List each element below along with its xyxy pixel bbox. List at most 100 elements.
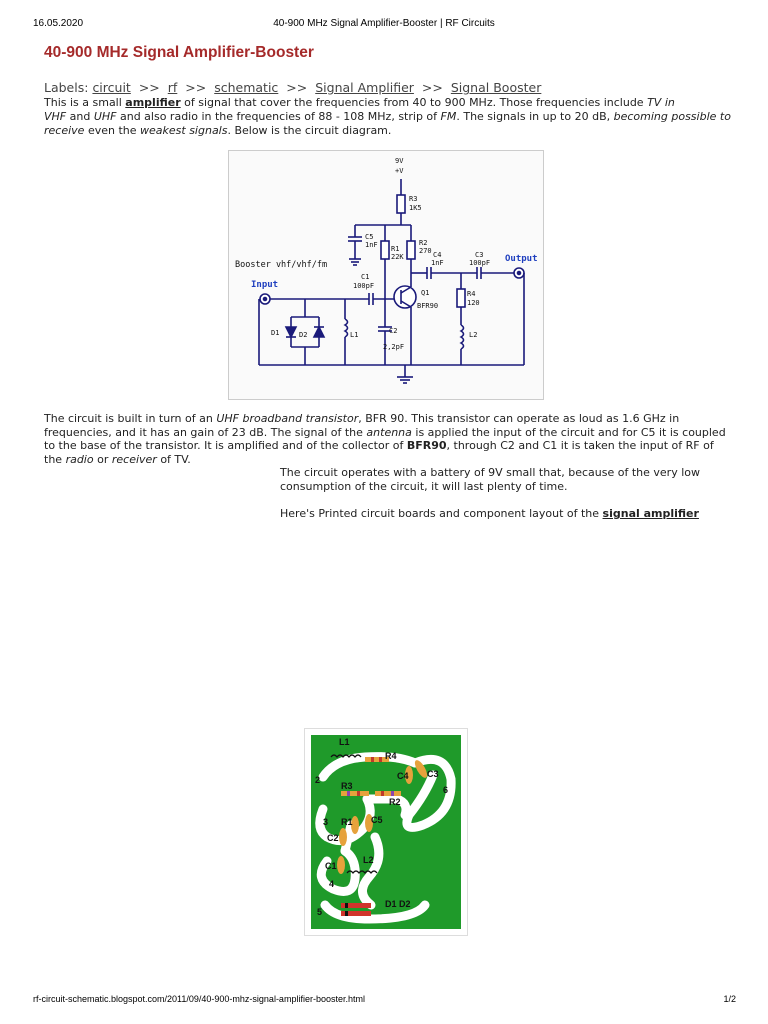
- para-bold: BFR90: [406, 439, 447, 452]
- pcb-pad-2-label: 2: [315, 775, 320, 785]
- q1-label: Q1: [421, 289, 429, 297]
- para-emphasis: receiver: [111, 452, 157, 466]
- r1-value: 22K: [391, 253, 404, 261]
- intro-paragraph: This is a small amplifier of signal that…: [44, 96, 744, 138]
- r4-value: 120: [467, 299, 480, 307]
- pcb-c4-label: C4: [397, 771, 409, 781]
- c2-value: 2,2pF: [383, 343, 404, 351]
- c3-value: 100pF: [469, 259, 490, 267]
- c4-label: C4: [433, 251, 441, 259]
- para-emphasis: antenna: [366, 425, 412, 439]
- pcb-r3-label: R3: [341, 781, 353, 791]
- print-footer: rf-circuit-schematic.blogspot.com/2011/0…: [0, 990, 768, 1010]
- para-text: is applied the input of the circuit and …: [44, 425, 726, 453]
- l1-label: L1: [350, 331, 358, 339]
- label-separator: >>: [138, 80, 160, 95]
- c4-value: 1nF: [431, 259, 444, 267]
- intro-text: and also radio in the frequencies of 88 …: [116, 110, 441, 123]
- pcb-layout-image[interactable]: L1 R4 C4 C3 2 R3 R2 6 3 R1 C5 C2 C1 L2 4…: [304, 728, 468, 936]
- intro-text: even the: [84, 124, 141, 137]
- pcb-intro-text: Here's Printed circuit boards and compon…: [280, 507, 603, 520]
- pcb-pad-3-label: 3: [323, 817, 328, 827]
- intro-emphasis: UHF: [93, 110, 117, 123]
- label-separator: >>: [286, 80, 308, 95]
- r3-label: R3: [409, 195, 417, 203]
- supply-voltage-label: 9V: [395, 157, 404, 165]
- intro-emphasis: VHF: [44, 110, 67, 123]
- pcb-pad-6-label: 6: [443, 785, 448, 795]
- label-link-signal-booster[interactable]: Signal Booster: [450, 80, 542, 95]
- d1-label: D1: [271, 329, 279, 337]
- para-text: or: [93, 452, 112, 466]
- intro-emphasis: TV in: [647, 96, 675, 109]
- pcb-l2-label: L2: [363, 855, 374, 865]
- post-title: 40-900 MHz Signal Amplifier-Booster: [44, 44, 314, 61]
- intro-emphasis: FM: [440, 110, 457, 123]
- pcb-svg: L1 R4 C4 C3 2 R3 R2 6 3 R1 C5 C2 C1 L2 4…: [311, 735, 461, 929]
- para-emphasis: UHF broadband transistor: [216, 412, 359, 425]
- pcb-d1-d2-label: D1 D2: [385, 899, 411, 909]
- intro-emphasis: becoming possible to receive: [44, 110, 731, 137]
- q1-value: BFR90: [417, 302, 438, 310]
- c1-label: C1: [361, 273, 369, 281]
- pcb-c2-label: C2: [327, 833, 339, 843]
- schematic-svg: 9V +V R3 1K5 C5 1nF R1 22K R2 270 C4 1nF…: [235, 157, 538, 384]
- signal-amplifier-link[interactable]: signal amplifier: [602, 507, 699, 520]
- label-separator: >>: [185, 80, 207, 95]
- print-header: 16.05.2020 40-900 MHz Signal Amplifier-B…: [0, 14, 768, 34]
- para-text: , through C2 and C1 it is taken the inpu…: [44, 439, 714, 466]
- l2-label: L2: [469, 331, 477, 339]
- pcb-intro-line: Here's Printed circuit boards and compon…: [280, 507, 740, 521]
- pcb-r4-label: R4: [385, 751, 397, 761]
- pcb-c1-label: C1: [325, 861, 337, 871]
- intro-text: and: [66, 110, 94, 123]
- pcb-pad-4-label: 4: [329, 879, 334, 889]
- output-label: Output: [505, 254, 538, 264]
- circuit-diagram-image[interactable]: 9V +V R3 1K5 C5 1nF R1 22K R2 270 C4 1nF…: [228, 150, 544, 400]
- label-separator: >>: [421, 80, 443, 95]
- labels-prefix: Labels:: [44, 80, 89, 95]
- intro-emphasis: weakest signals: [140, 124, 228, 137]
- supply-plus-label: +V: [395, 167, 404, 175]
- post-labels: Labels: circuit >> rf >> schematic >> Si…: [44, 80, 541, 95]
- booster-label: Booster vhf/vhf/fm: [235, 260, 327, 270]
- para-emphasis: radio: [65, 452, 94, 466]
- input-label: Input: [251, 280, 278, 290]
- transistor-paragraph: The circuit is built in turn of an UHF b…: [44, 412, 734, 466]
- label-link-signal-amplifier[interactable]: Signal Amplifier: [315, 80, 414, 95]
- intro-text: . The signals in up to 20 dB,: [456, 110, 614, 123]
- pcb-c5-label: C5: [371, 815, 383, 825]
- c5-value: 1nF: [365, 241, 378, 249]
- r2-label: R2: [419, 239, 427, 247]
- label-link-circuit[interactable]: circuit: [92, 80, 131, 95]
- para-text: , BFR 90. This transistor can operate as…: [44, 412, 680, 439]
- battery-text: The circuit operates with a battery of 9…: [280, 466, 700, 493]
- pcb-r1-label: R1: [341, 817, 353, 827]
- pcb-c3-label: C3: [427, 769, 439, 779]
- print-page-title: 40-900 MHz Signal Amplifier-Booster | RF…: [273, 18, 495, 29]
- intro-text: . Below is the circuit diagram.: [227, 124, 392, 137]
- r2-value: 270: [419, 247, 432, 255]
- c3-label: C3: [475, 251, 483, 259]
- c2-label: C2: [389, 327, 397, 335]
- battery-paragraph: The circuit operates with a battery of 9…: [280, 466, 740, 521]
- c5-label: C5: [365, 233, 373, 241]
- c1-value: 100pF: [353, 282, 374, 290]
- pcb-r2-label: R2: [389, 797, 401, 807]
- label-link-rf[interactable]: rf: [167, 80, 178, 95]
- intro-text: This is a small: [44, 96, 126, 109]
- intro-text: of signal that cover the frequencies fro…: [180, 96, 648, 109]
- amplifier-link[interactable]: amplifier: [125, 96, 181, 109]
- para-text: of TV.: [156, 452, 191, 466]
- print-date: 16.05.2020: [33, 18, 84, 29]
- r1-label: R1: [391, 245, 399, 253]
- r3-value: 1K5: [409, 204, 422, 212]
- r4-label: R4: [467, 290, 475, 298]
- print-url: rf-circuit-schematic.blogspot.com/2011/0…: [33, 994, 365, 1004]
- label-link-schematic[interactable]: schematic: [214, 80, 279, 95]
- pcb-pad-5-label: 5: [317, 907, 322, 917]
- d2-label: D2: [299, 331, 307, 339]
- para-text: The circuit is built in turn of an: [44, 412, 217, 425]
- print-page-number: 1/2: [723, 994, 736, 1004]
- pcb-l1-label: L1: [339, 737, 350, 747]
